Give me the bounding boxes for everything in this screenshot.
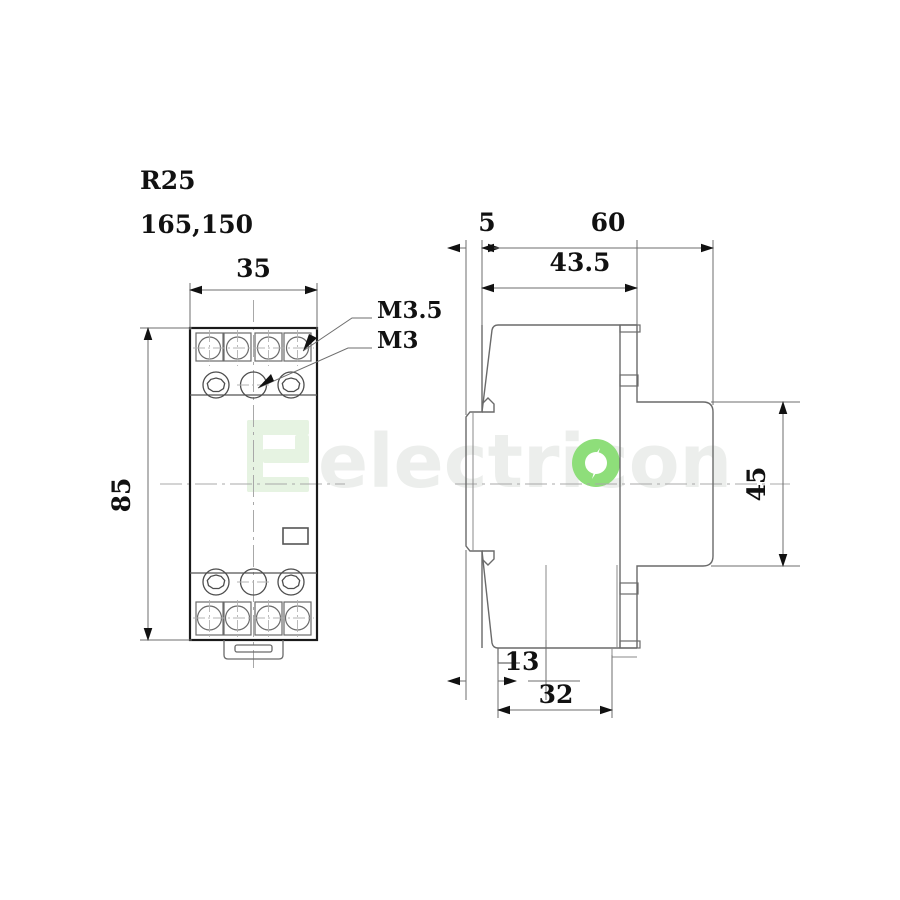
dim-body-depth-435: 43.5 (550, 248, 611, 277)
side-view-bottom-shoulder (481, 550, 637, 649)
dim-clip-offset-5: 5 (478, 208, 495, 237)
dim-foot-offset-13: 13 (505, 647, 540, 676)
dim-width-35: 35 (236, 254, 271, 283)
front-view-centerlines (160, 300, 345, 668)
front-view-top-terminal-centerlines (193, 330, 314, 366)
side-view-internal-lines (545, 565, 618, 648)
thread-callouts: M3.5 M3 (257, 297, 442, 389)
dim-protrusion-45: 45 (742, 467, 771, 502)
front-view-din-clip-tab (223, 640, 284, 660)
watermark-accent-o-icon (572, 439, 620, 487)
side-view-foot-step-right (611, 648, 637, 658)
side-view-protrusion-outline (636, 325, 714, 648)
front-view-body-outline (188, 326, 319, 642)
watermark: electricon (247, 419, 732, 505)
drawing-title: R25 (140, 166, 196, 195)
watermark-text: electricon (318, 419, 732, 505)
dim-height-85: 85 (107, 478, 136, 513)
dim-foot-width-32: 32 (539, 680, 574, 709)
label-m3: M3 (377, 327, 418, 354)
front-view-dimensions: 35 85 (107, 254, 318, 641)
drawing-subtitle: 165,150 (140, 210, 253, 239)
front-view-block-dividers (190, 394, 317, 574)
side-view-group (455, 324, 790, 664)
side-view-notches (619, 324, 641, 649)
side-view-din-clip (465, 325, 495, 648)
side-view-top-shoulder (481, 324, 637, 413)
front-view-indicator-window (282, 527, 309, 545)
side-view-dimensions: 5 60 43.5 45 13 32 (447, 208, 800, 718)
front-view-bottom-terminal-centerlines (193, 600, 314, 638)
label-m35: M3.5 (377, 297, 442, 324)
dim-total-depth-60: 60 (591, 208, 626, 237)
watermark-logo-icon (247, 420, 309, 492)
front-view-group (160, 300, 345, 668)
